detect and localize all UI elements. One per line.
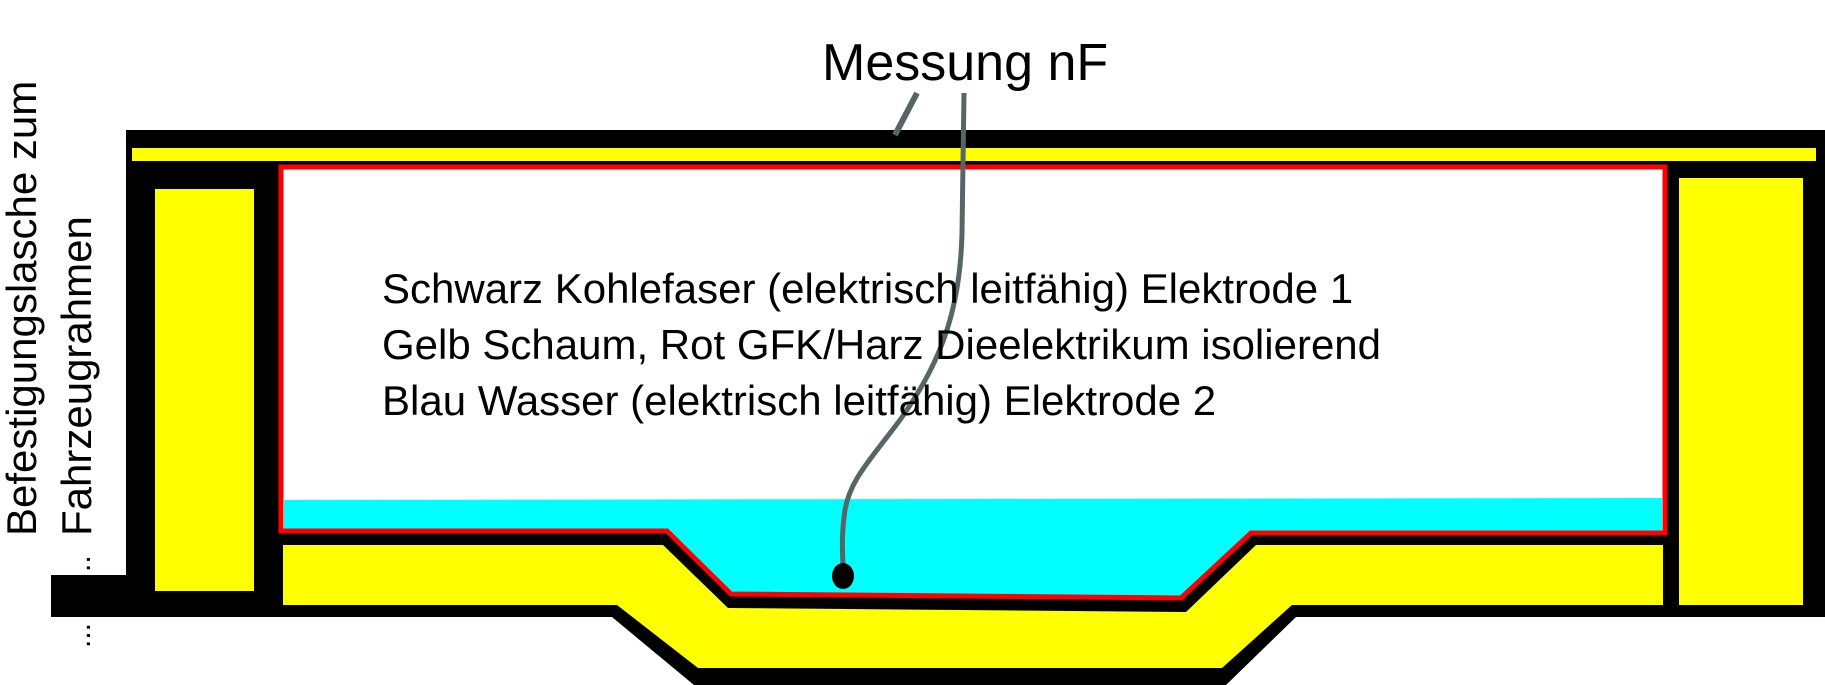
measurement-wire [839, 92, 967, 566]
inner-chamber [281, 167, 1665, 598]
legend-line-3: Blau Wasser (elektrisch leitfähig) Elekt… [382, 377, 1216, 424]
bracket-label-line-2: Fahrzeugrahmen [53, 216, 100, 536]
ellipsis-bottom: ... [64, 623, 97, 648]
shell-lead-wire [892, 91, 920, 137]
legend-line-1: Schwarz Kohlefaser (elektrisch leitfähig… [382, 265, 1353, 312]
water-electrode-contact [832, 563, 854, 589]
mounting-tab [51, 575, 146, 617]
legend-line-2: Gelb Schaum, Rot GFK/Harz Dieelektrikum … [382, 321, 1381, 368]
right-foam-column [1679, 178, 1803, 605]
bracket-label-line-1: Befestigungslasche zum [0, 81, 45, 536]
bottom-foam [283, 545, 1663, 668]
left-foam-column [155, 189, 254, 591]
resin-liner [278, 164, 1668, 601]
ellipsis-top: .. [64, 555, 97, 572]
water [284, 498, 1662, 596]
top-foam-strip [132, 148, 1816, 161]
measurement-label: Messung nF [822, 34, 1108, 92]
